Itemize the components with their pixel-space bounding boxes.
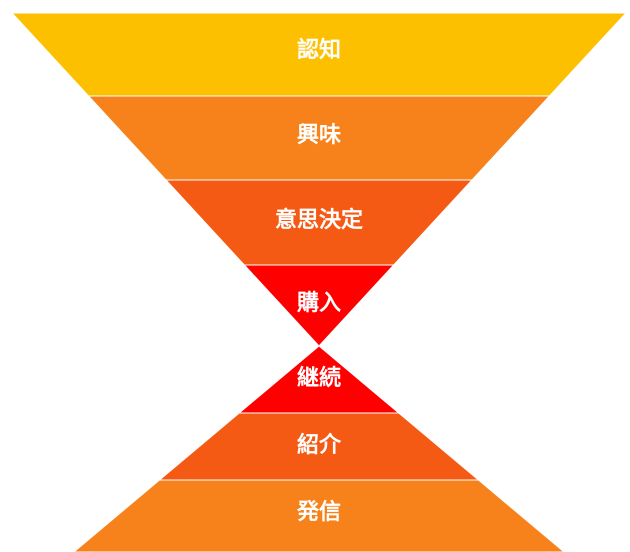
stage-label-purchase: 購入 <box>296 291 341 316</box>
stage-label-referral: 紹介 <box>296 433 341 458</box>
top-funnel-band-3 <box>243 264 395 347</box>
stage-label-decision: 意思決定 <box>274 208 363 233</box>
stage-label-retention: 継続 <box>296 366 341 391</box>
stage-label-awareness: 認知 <box>296 38 341 63</box>
stage-label-interest: 興味 <box>296 123 341 148</box>
stage-label-advocacy: 発信 <box>296 500 341 525</box>
bottom-funnel-band-2 <box>73 479 565 552</box>
